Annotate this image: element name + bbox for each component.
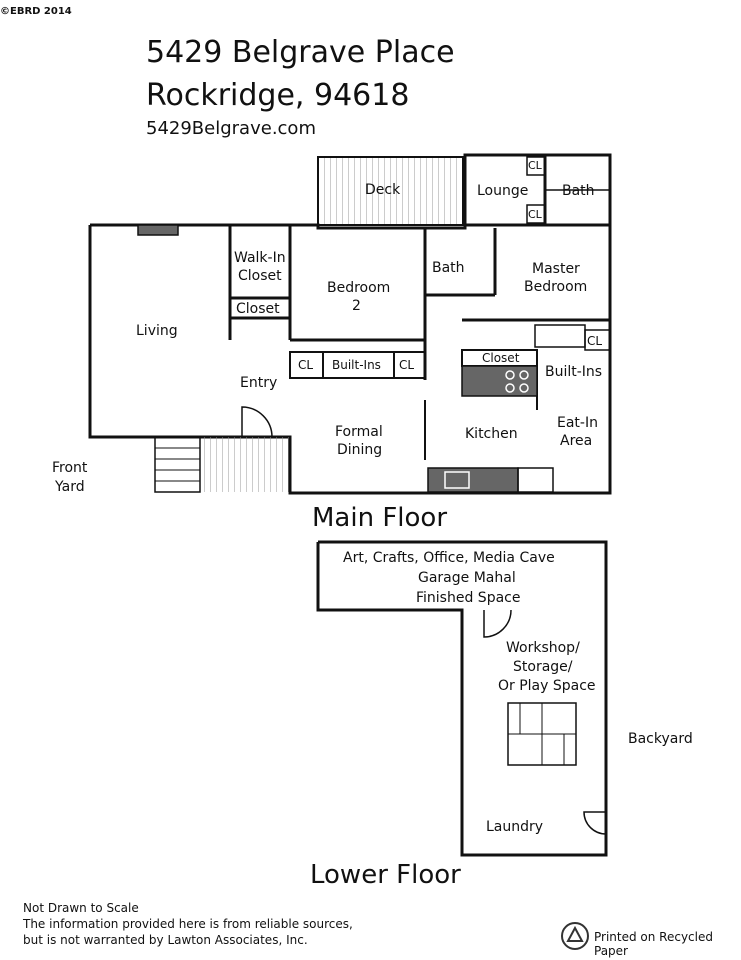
room-lounge: Lounge — [477, 183, 529, 199]
room-art-1: Art, Crafts, Office, Media Cave — [343, 550, 555, 566]
room-workshop-1: Workshop/ — [506, 640, 580, 656]
closet-master: CL — [587, 334, 603, 348]
closet-upper-2: CL — [528, 208, 542, 221]
room-master-2: Bedroom — [524, 279, 588, 295]
room-formal-1: Formal — [335, 424, 383, 440]
room-bedroom2-1: Bedroom — [327, 280, 391, 296]
room-kitchen: Kitchen — [465, 426, 518, 442]
disclaimer-line-1: Not Drawn to Scale — [23, 901, 139, 915]
closet-right: CL — [399, 358, 415, 372]
backyard-label: Backyard — [628, 731, 693, 747]
website-link[interactable]: 5429Belgrave.com — [146, 118, 316, 139]
room-deck: Deck — [365, 182, 401, 198]
room-master-1: Master — [532, 261, 580, 277]
recycled-paper-note: Printed on Recycled Paper — [594, 930, 713, 958]
room-art-2: Garage Mahal — [418, 570, 516, 586]
builtins-kitchen: Built-Ins — [545, 364, 603, 380]
room-bath-mid: Bath — [432, 260, 465, 276]
fireplace — [137, 224, 179, 236]
closet-upper-1: CL — [528, 159, 542, 172]
lower-floor-outline — [316, 540, 608, 857]
front-yard-2: Yard — [55, 479, 85, 495]
room-closet: Closet — [236, 301, 280, 317]
room-living: Living — [136, 323, 178, 339]
room-bedroom2-2: 2 — [352, 298, 361, 314]
recycle-icon — [561, 922, 589, 950]
address-city: Rockridge, 94618 — [146, 78, 410, 113]
room-workshop-3: Or Play Space — [498, 678, 596, 694]
disclaimer-line-2: The information provided here is from re… — [23, 917, 353, 931]
builtins-bedroom: Built-Ins — [332, 358, 381, 372]
sink-counter — [427, 467, 519, 493]
front-yard-1: Front — [52, 460, 88, 476]
room-laundry: Laundry — [486, 819, 544, 835]
copyright-notice: ©EBRD 2014 — [0, 6, 72, 17]
room-walkin-closet-2: Closet — [238, 268, 282, 284]
room-formal-2: Dining — [337, 442, 383, 458]
room-bath-upper: Bath — [562, 183, 595, 199]
deck-area — [317, 156, 464, 226]
disclaimer: Not Drawn to Scale The information provi… — [23, 900, 353, 948]
room-entry: Entry — [240, 375, 278, 391]
closet-kitchen: Closet — [482, 351, 520, 365]
address-street: 5429 Belgrave Place — [146, 35, 455, 70]
lower-floor-title: Lower Floor — [310, 860, 461, 890]
room-workshop-2: Storage/ — [513, 659, 573, 675]
room-eatin-1: Eat-In — [557, 415, 598, 431]
room-eatin-2: Area — [560, 433, 593, 449]
main-floor-title: Main Floor — [312, 503, 448, 533]
disclaimer-line-3: but is not warranted by Lawton Associate… — [23, 933, 308, 947]
front-stairs — [154, 436, 201, 493]
room-walkin-closet-1: Walk-In — [234, 250, 286, 266]
room-art-3: Finished Space — [416, 590, 521, 606]
closet-left: CL — [298, 358, 314, 372]
